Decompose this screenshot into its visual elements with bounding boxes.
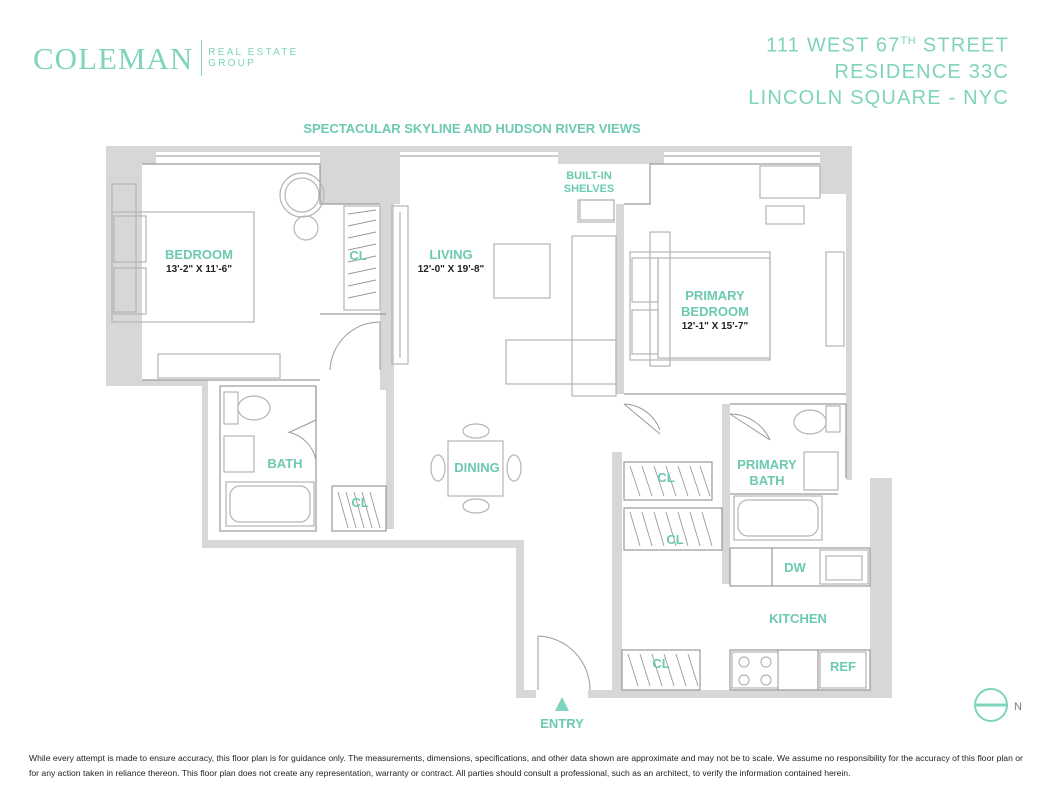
label-closet-primary-1: CL [657,470,674,485]
door-swings [287,321,771,691]
view-label: SPECTACULAR SKYLINE AND HUDSON RIVER VIE… [303,121,641,136]
label-closet-hall: CL [351,495,368,510]
label-bedroom: BEDROOM [165,247,233,262]
label-primary-bedroom-line1: PRIMARY [685,288,745,303]
brand-divider [201,40,203,76]
entry-arrow-icon [555,697,569,711]
brand-name: COLEMAN [33,40,194,76]
label-entry: ENTRY [540,716,584,731]
label-living: LIVING [429,247,472,262]
compass-label: N [1014,701,1022,713]
label-ref: REF [830,659,856,674]
brand-subtitle-line1: REAL ESTATE [208,47,299,58]
label-dw: DW [784,560,806,575]
furniture [111,165,869,689]
address-line1: 111 WEST 67TH STREET [766,34,1009,57]
compass-icon [974,688,1008,722]
label-kitchen: KITCHEN [769,611,827,626]
label-closet-primary-2: CL [666,532,683,547]
label-closet-entry: CL [652,656,669,671]
label-primary-bedroom-line2: BEDROOM [681,304,749,319]
label-living-dims: 12'-0" X 19'-8" [418,264,485,275]
interior-walls [142,163,871,691]
label-builtin-line2: SHELVES [564,183,615,195]
brand-logo: COLEMAN REAL ESTATE GROUP [33,40,298,76]
label-builtin-line1: BUILT-IN [566,170,612,182]
disclaimer-text: While every attempt is made to ensure ac… [29,753,1023,778]
address-line3: LINCOLN SQUARE - NYC [748,86,1009,109]
brand-subtitle: REAL ESTATE GROUP [208,47,298,69]
brand-subtitle-line2: GROUP [208,58,256,69]
label-primary-bedroom-dims: 12'-1" X 15'-7" [682,321,749,332]
label-bath: BATH [267,456,302,471]
label-primary-bath-line2: BATH [749,473,784,488]
address-line2: RESIDENCE 33C [834,60,1009,83]
label-dining: DINING [454,460,500,475]
label-primary-bath-line1: PRIMARY [737,457,797,472]
room-labels: BEDROOM 13'-2" X 11'-6" CL LIVING 12'-0"… [165,170,856,731]
label-bedroom-dims: 13'-2" X 11'-6" [166,264,232,275]
closet-hangers [337,209,713,687]
property-address: 111 WEST 67TH STREET RESIDENCE 33C LINCO… [748,28,1009,111]
label-closet-bedroom: CL [349,248,366,263]
